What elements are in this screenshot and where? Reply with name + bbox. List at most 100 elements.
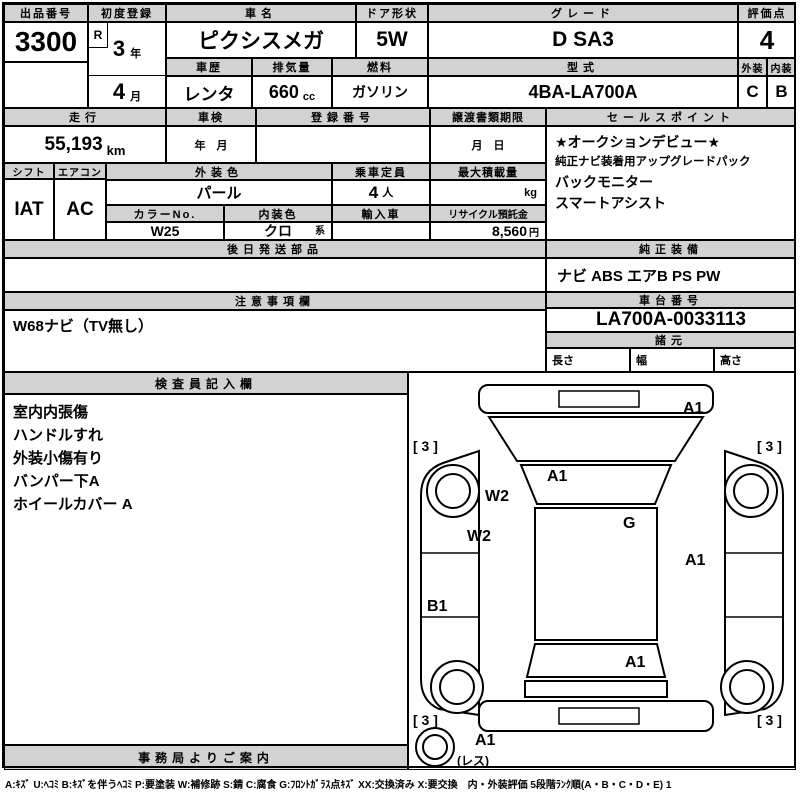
first-reg-label: 初度登録 — [88, 4, 166, 22]
shift-value: IAT — [4, 179, 54, 240]
grade-value: D SA3 — [428, 22, 738, 58]
caution-label: 注意事項欄 — [4, 292, 546, 310]
reg-no-value — [256, 126, 430, 163]
tire-depth-mark: [ 3 ] — [757, 712, 782, 728]
mileage-unit: km — [106, 143, 126, 158]
sales-points-body: ★オークションデビュー★ 純正ナビ装着用アップグレードパック バックモニター ス… — [546, 126, 796, 240]
capacity-value-cell: 4 人 — [332, 180, 430, 205]
inspector-note-line: バンパー下A — [13, 473, 100, 490]
inspection-placeholder: 年 月 — [166, 126, 256, 163]
aircon-label: エアコン — [54, 163, 106, 179]
tire-depth-mark: [ 3 ] — [413, 438, 438, 454]
displacement-value: 660 — [268, 81, 299, 102]
chassis-no-label: 車台番号 — [546, 292, 796, 308]
door-shape-value: 5W — [356, 22, 428, 58]
later-parts-label: 後日発送部品 — [4, 240, 546, 258]
recycle-deposit-label: リサイクル預託金 — [430, 205, 546, 222]
recycle-deposit-unit: 円 — [529, 227, 539, 239]
damage-mark: A1 — [625, 654, 646, 671]
door-shape-label: ドア形状 — [356, 4, 428, 22]
recycle-deposit-value: 8,560 — [491, 223, 527, 239]
color-no-label: カラーNo. — [106, 205, 224, 222]
sales-points-label: セールスポイント — [546, 108, 796, 126]
exterior-color-label: 外装色 — [106, 163, 332, 180]
sales-point-line: スマートアシスト — [555, 195, 667, 212]
front-plate — [558, 390, 640, 408]
tire-depth-mark: [ 3 ] — [757, 438, 782, 454]
caution-value: W68ナビ（TV無し） — [4, 310, 546, 372]
first-reg-year: 3 — [112, 36, 126, 61]
inspector-note-line: 室内内張傷 — [13, 404, 89, 421]
exterior-color-value: パール — [106, 180, 332, 205]
spec-width-label: 幅 — [630, 348, 714, 372]
interior-color-suffix: 系 — [315, 226, 325, 237]
interior-label: 内装 — [767, 58, 796, 76]
mileage-value-cell: 55,193 km — [4, 126, 166, 163]
transfer-deadline-label: 譲渡書類期限 — [430, 108, 546, 126]
car-name-label: 車名 — [166, 4, 356, 22]
interior-score: B — [767, 76, 796, 108]
roof — [534, 507, 658, 641]
inspection-label: 車検 — [166, 108, 256, 126]
model-code-label: 型式 — [428, 58, 738, 76]
sales-point-line: 純正ナビ装着用アップグレードパック — [555, 155, 751, 168]
score-label: 評価点 — [738, 4, 796, 22]
reg-no-label: 登録番号 — [256, 108, 430, 126]
max-load-value-cell: kg — [430, 180, 546, 205]
auction-no-label: 出品番号 — [4, 4, 88, 22]
displacement-label: 排気量 — [252, 58, 332, 76]
auction-no-empty-cell — [4, 62, 88, 108]
exterior-label: 外装 — [738, 58, 767, 76]
shift-label: シフト — [4, 163, 54, 179]
interior-color-label: 内装色 — [224, 205, 332, 222]
max-load-unit: kg — [524, 186, 537, 199]
fuel-label: 燃料 — [332, 58, 428, 76]
mileage-value: 55,193 — [44, 133, 103, 155]
import-car-label: 輸入車 — [332, 205, 430, 222]
damage-mark: A1 — [547, 468, 568, 485]
damage-mark: G — [623, 515, 635, 532]
interior-color-value: クロ — [264, 223, 292, 239]
damage-mark: A1 — [475, 732, 496, 749]
import-car-value — [332, 222, 430, 240]
sales-point-line: バックモニター — [555, 173, 653, 190]
mileage-label: 走行 — [4, 108, 166, 126]
oem-equipment-value: ナビ ABS エアB PS PW — [546, 258, 796, 292]
capacity-label: 乗車定員 — [332, 163, 430, 180]
windshield — [519, 464, 673, 505]
inspector-note-line: ハンドルすれ — [13, 427, 104, 444]
legend-text: A:ｷｽﾞ U:ﾍｺﾐ B:ｷｽﾞを伴うﾍｺﾐ P:要塗装 W:補修跡 S:錆 … — [5, 780, 672, 791]
trunk — [524, 680, 668, 698]
damage-mark: B1 — [427, 598, 448, 615]
interior-color-cell: クロ 系 — [224, 222, 332, 240]
history-label: 車歴 — [166, 58, 252, 76]
capacity-unit: 人 — [382, 187, 394, 199]
diagram-cell: A1 [ 3 ] [ 3 ] A1 W2 W2 G A1 B1 A1 [ 3 ]… — [408, 372, 796, 770]
model-code-value: 4BA-LA700A — [428, 76, 738, 108]
transfer-deadline-placeholder: 月 日 — [430, 126, 546, 163]
spec-height-label: 高さ — [714, 348, 796, 372]
spare-less-mark: (レス) — [457, 754, 489, 768]
car-outline — [415, 384, 784, 767]
first-reg-body: R 3 年 4 月 — [88, 22, 166, 108]
hood — [487, 416, 705, 462]
grade-label: グレード — [428, 4, 738, 22]
specs-label: 諸元 — [546, 332, 796, 348]
rear-window — [525, 643, 667, 678]
left-side-panel — [420, 449, 480, 717]
car-name-value: ピクシスメガ — [166, 22, 356, 58]
capacity-value: 4 — [368, 182, 379, 202]
recycle-deposit-cell: 8,560 円 — [430, 222, 546, 240]
displacement-value-cell: 660 cc — [252, 76, 332, 108]
exterior-score: C — [738, 76, 767, 108]
car-damage-diagram: A1 [ 3 ] [ 3 ] A1 W2 W2 G A1 B1 A1 [ 3 ]… — [413, 384, 784, 768]
damage-mark: A1 — [683, 400, 704, 417]
damage-mark: W2 — [485, 488, 509, 505]
first-reg-year-unit: 年 — [130, 48, 142, 60]
rear-plate — [558, 707, 640, 725]
inspector-note-line: ホイールカバー A — [13, 496, 133, 513]
max-load-label: 最大積載量 — [430, 163, 546, 180]
fuel-value: ガソリン — [332, 76, 428, 108]
damage-mark: W2 — [467, 528, 491, 545]
oem-equipment-label: 純正装備 — [546, 240, 796, 258]
